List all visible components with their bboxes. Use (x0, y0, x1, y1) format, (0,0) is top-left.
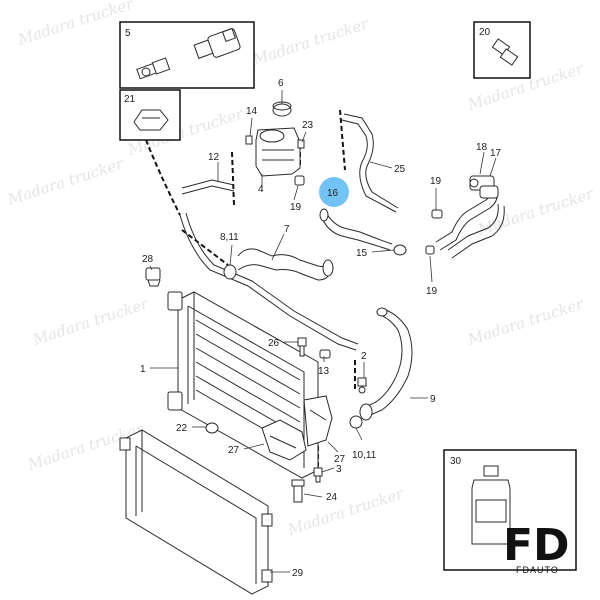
overflow-hose-12 (179, 179, 359, 351)
watermark: Madara trucker (15, 0, 137, 49)
callout-2: 2 (361, 351, 367, 362)
air-guide-frame-29 (119, 429, 273, 595)
callout-28: 28 (142, 254, 154, 265)
callout-6: 6 (278, 78, 284, 89)
upper-hose-16 (319, 208, 393, 251)
lower-hose-9 (359, 307, 413, 421)
callout-24: 24 (326, 492, 338, 503)
brand-logo-text: FD (503, 520, 570, 571)
leader-lines (149, 90, 497, 573)
heater-hoses-17-18 (435, 175, 505, 259)
callout-4: 4 (258, 184, 264, 195)
box-label: 21 (124, 94, 136, 105)
brand-name: FDAUTO (516, 565, 559, 575)
callout-13: 13 (318, 366, 330, 377)
clamp-10-11 (349, 415, 363, 429)
callout-27-right: 27 (334, 454, 346, 465)
box-label: 20 (479, 27, 491, 38)
watermark: Madara trucker (250, 14, 372, 69)
hose-25 (341, 113, 399, 213)
callout-27-left: 27 (228, 445, 240, 456)
callout-25: 25 (394, 164, 406, 175)
callout-17: 17 (490, 148, 502, 159)
watermark: Madara trucker (5, 154, 127, 209)
clip-23 (297, 139, 305, 149)
expansion-tank-4 (255, 127, 301, 177)
clamp-15 (393, 244, 407, 256)
bleed-hose-dashed (231, 151, 235, 206)
clip-part (133, 109, 169, 131)
watermark: Madara trucker (30, 294, 152, 349)
clip-19-mid (431, 209, 443, 219)
box-label: 5 (125, 28, 131, 39)
clip-28 (145, 267, 161, 287)
screw-2 (357, 377, 367, 394)
callout-29: 29 (292, 568, 304, 579)
hose-clamp-19-top (294, 175, 305, 186)
clip-14 (245, 135, 253, 145)
callout-labels: 1 2 3 4 6 7 8,11 9 10,11 12 13 14 15 16 … (140, 78, 502, 579)
callout-3: 3 (336, 464, 342, 475)
callout-9: 9 (430, 394, 436, 405)
coolant-bottle-part (471, 465, 511, 545)
temp-sensor-part (136, 57, 171, 80)
bolt-3 (313, 467, 323, 483)
clip-13 (319, 349, 331, 359)
callout-19-mid: 19 (430, 176, 442, 187)
detail-box-30: 30 (443, 449, 577, 571)
watermark: Madara trucker (285, 484, 407, 539)
callout-14: 14 (246, 106, 258, 117)
bush-22 (205, 422, 219, 434)
callout-12: 12 (208, 152, 220, 163)
callout-19-top: 19 (290, 202, 302, 213)
callout-10-11: 10,11 (352, 450, 377, 461)
callout-8-11: 8,11 (220, 232, 239, 243)
callout-1: 1 (140, 364, 146, 375)
box-label: 30 (450, 456, 462, 467)
clamp-8-11 (223, 264, 237, 280)
callout-26: 26 (268, 338, 280, 349)
sensor-24 (291, 479, 305, 503)
callout-7: 7 (284, 224, 290, 235)
sensor-wire-dashed (145, 139, 181, 216)
detail-box-21: 21 (119, 89, 181, 141)
connector-plug-part (193, 27, 241, 59)
bracket-27 (261, 395, 333, 461)
highlight-circle (319, 177, 349, 207)
clip-19-lower (425, 245, 435, 255)
callout-18: 18 (476, 142, 488, 153)
brand-logo: FD FDAUTO (503, 520, 570, 575)
detail-box-5: 5 (119, 21, 255, 89)
tank-cap-6 (272, 101, 292, 117)
bleed-screw-part (491, 38, 519, 66)
callout-22: 22 (176, 423, 188, 434)
highlight-marker (319, 177, 349, 207)
callout-15: 15 (356, 248, 368, 259)
hose-dashed-25 (339, 109, 346, 171)
callout-23: 23 (302, 120, 314, 131)
callout-19-lower: 19 (426, 286, 438, 297)
detail-box-20: 20 (473, 21, 531, 79)
hose-dashed-12 (181, 229, 229, 266)
watermark: Madara trucker (465, 294, 587, 349)
callout-16: 16 (327, 188, 339, 199)
hose-7 (237, 248, 334, 281)
